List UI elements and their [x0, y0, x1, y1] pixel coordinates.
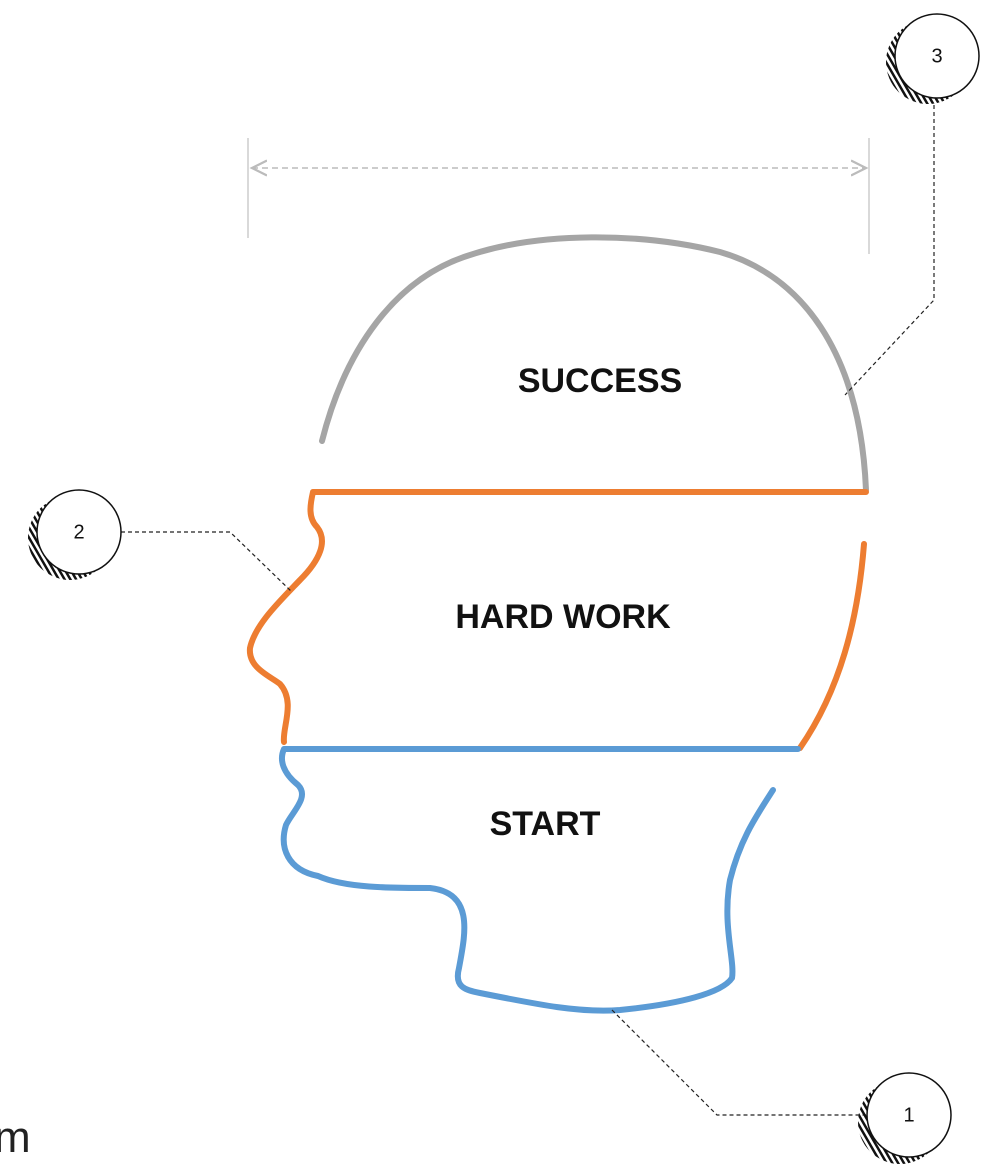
success-outline	[319, 234, 869, 493]
callout-3: 3	[844, 13, 980, 396]
hard-work-back	[797, 541, 867, 751]
section-start: START	[278, 746, 801, 1014]
hard-work-label: HARD WORK	[455, 598, 671, 636]
callout-1: 1	[611, 1009, 952, 1164]
callout-1-number: 1	[903, 1104, 914, 1126]
callout-2: 2	[28, 489, 293, 593]
success-label: SUCCESS	[518, 362, 682, 400]
corner-text: m	[0, 1113, 31, 1162]
section-hard-work: HARD WORK	[246, 489, 869, 751]
start-outline	[278, 746, 801, 1014]
callout-3-number: 3	[931, 45, 942, 67]
leader-line-2	[121, 531, 293, 593]
start-label: START	[490, 805, 601, 843]
section-success: SUCCESS	[319, 234, 869, 493]
callout-3-circle	[894, 13, 980, 99]
hard-work-outline	[246, 489, 869, 745]
callout-2-number: 2	[73, 521, 84, 543]
leader-line-3	[844, 105, 935, 396]
width-dimension	[247, 138, 870, 254]
leader-line-1	[611, 1009, 866, 1116]
callout-1-circle	[866, 1072, 952, 1158]
callout-2-circle	[36, 489, 122, 575]
